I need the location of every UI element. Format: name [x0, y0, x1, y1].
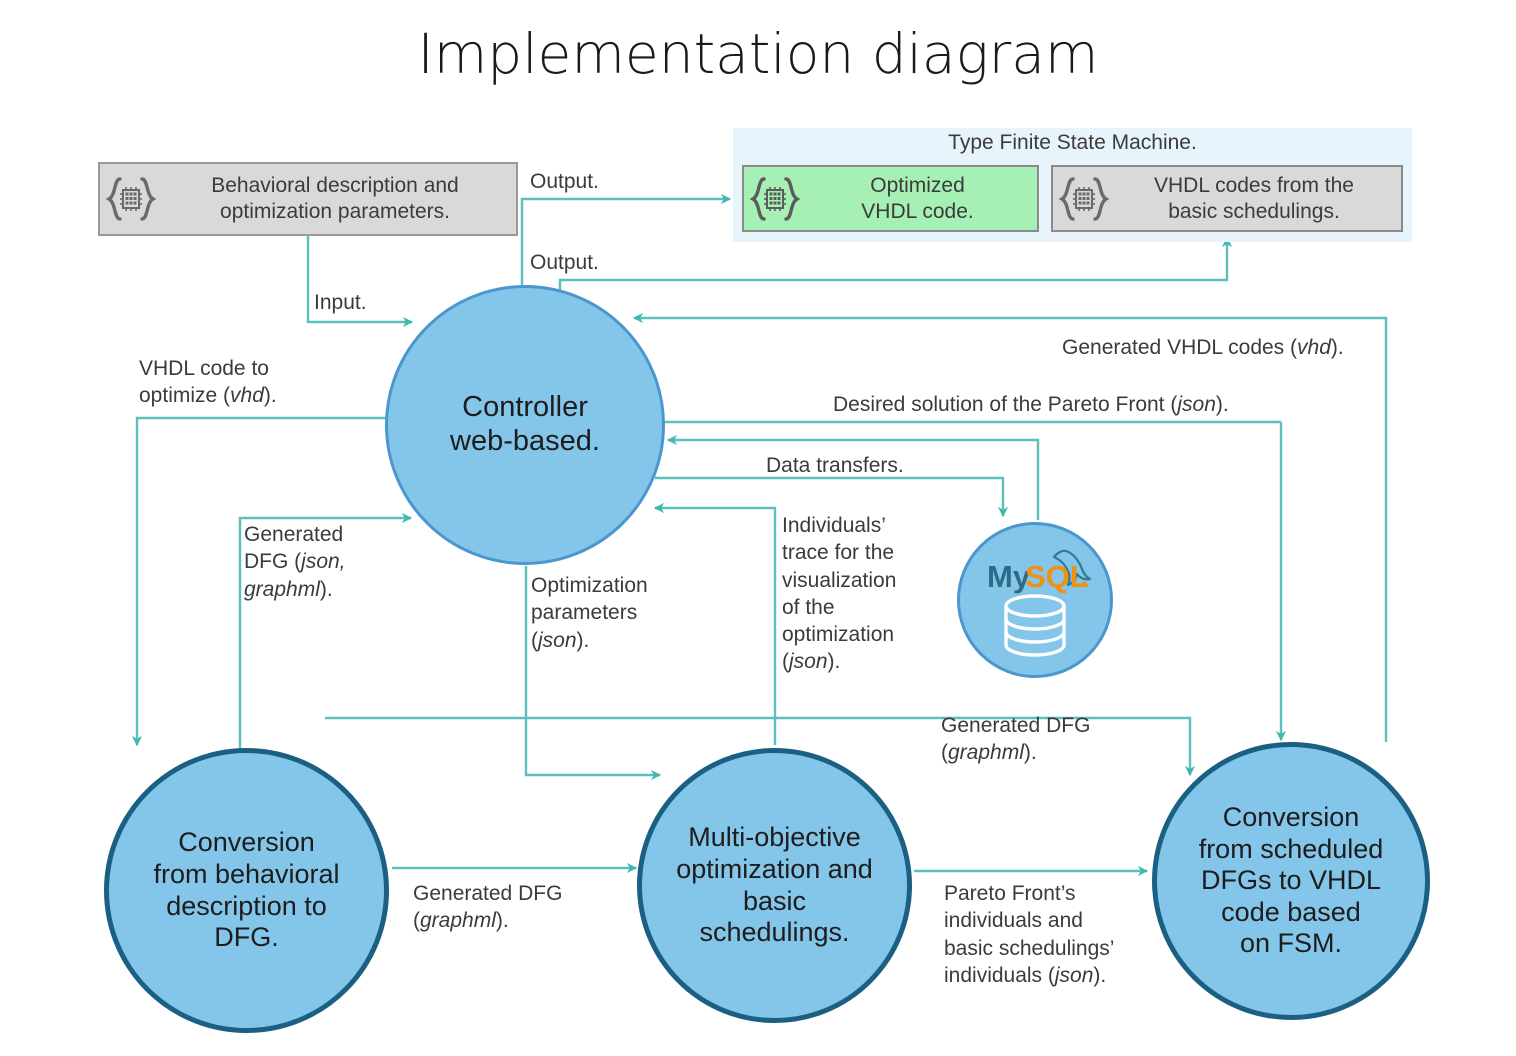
- edge-output-2: [558, 236, 1233, 292]
- svg-text:My: My: [987, 559, 1031, 594]
- edge-label-generated-dfg-graphml-bottom: Generated DFG(graphml).: [413, 882, 563, 933]
- edge-data-transfers-in: [666, 434, 1040, 520]
- page-title: Implementation diagram: [417, 22, 1099, 86]
- chip-braces-icon: [1053, 175, 1115, 223]
- edge-label-generated-vhdl-codes: Generated VHDL codes (vhd).: [1062, 336, 1344, 359]
- edge-individuals-trace: [653, 502, 777, 745]
- edge-label-desired-solution: Desired solution of the Pareto Front (js…: [833, 393, 1229, 416]
- edge-optimization-parameters: [524, 566, 662, 781]
- node-mysql-database: My SQL: [957, 522, 1113, 678]
- svg-text:SQL: SQL: [1025, 559, 1089, 594]
- mysql-database-icon: My SQL: [969, 533, 1101, 667]
- chip-braces-icon: [744, 175, 806, 223]
- edge-label-output-2: Output.: [530, 251, 599, 274]
- connector-group: [131, 193, 1388, 877]
- edge-output-1: [520, 193, 732, 285]
- edge-generated-vhdl-codes: [632, 312, 1388, 742]
- edge-input: [306, 236, 414, 328]
- edge-generated-dfg-graphml-right: [325, 716, 1196, 777]
- edge-label-input: Input.: [314, 291, 367, 314]
- fsm-group-title: Type Finite State Machine.: [948, 131, 1197, 154]
- edge-label-generated-dfg-graphml-right: Generated DFG(graphml).: [941, 714, 1091, 765]
- edge-label-data-transfers: Data transfers.: [766, 454, 904, 477]
- edge-generated-dfg-json: [238, 512, 413, 750]
- edge-label-output-1: Output.: [530, 170, 599, 193]
- chip-braces-icon: [100, 175, 162, 223]
- edge-data-transfers-out: [655, 476, 1009, 518]
- edge-vhdl-to-optimize: [131, 416, 386, 747]
